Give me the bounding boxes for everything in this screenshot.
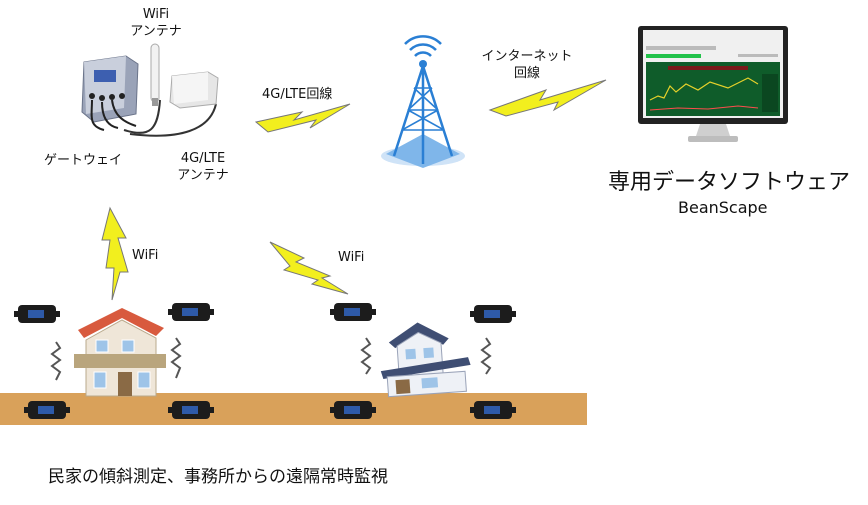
lte-antenna-label-line1: 4G/LTE: [180, 151, 226, 166]
wifi-right-lightning-bolt-icon: [269, 241, 349, 295]
tilt-sensor-icon: [24, 401, 70, 419]
tilt-sensor-icon: [168, 401, 214, 419]
tilt-sensor-icon: [330, 401, 376, 419]
vibration-lines-right2-icon: [480, 337, 492, 375]
antenna-cable-icon: [123, 99, 217, 137]
internet-line-label-line1: インターネット: [481, 49, 573, 64]
lte-lightning-bolt-icon: [254, 103, 351, 133]
internet-line-label-line2: 回線: [513, 66, 540, 81]
right-house-icon: [380, 322, 471, 398]
wifi-antenna-label-line2: アンテナ: [130, 24, 182, 39]
gateway-device-icon: [81, 55, 139, 131]
wifi-antenna-label: WiFi アンテナ: [125, 6, 187, 40]
wifi-antenna-icon: [150, 43, 160, 106]
lte-antenna-icon: [169, 71, 219, 109]
software-name-label: BeanScape: [678, 198, 768, 217]
vibration-lines-left-icon: [50, 341, 62, 381]
lte-antenna-label-line2: アンテナ: [177, 168, 229, 183]
vibration-lines-left2-icon: [170, 337, 182, 379]
tilt-sensor-icon: [168, 303, 214, 321]
monitor-icon: [638, 26, 788, 142]
wifi-antenna-label-line1: WiFi: [142, 7, 170, 22]
internet-lightning-bolt-icon: [488, 79, 607, 117]
wifi-left-label: WiFi: [132, 248, 159, 263]
tilt-sensor-icon: [470, 401, 516, 419]
lte-line-label: 4G/LTE回線: [262, 87, 333, 102]
software-title-label: 専用データソフトウェア: [608, 170, 851, 195]
gateway-label: ゲートウェイ: [44, 153, 123, 168]
lte-antenna-label: 4G/LTE アンテナ: [170, 150, 236, 184]
tilt-sensor-icon: [470, 305, 516, 323]
vibration-lines-right-icon: [360, 337, 372, 375]
cell-tower-icon: [381, 35, 465, 168]
left-house-icon: [74, 308, 166, 397]
tilt-sensor-icon: [330, 303, 376, 321]
wifi-left-lightning-bolt-icon: [101, 206, 129, 301]
internet-line-label: インターネット 回線: [474, 48, 580, 82]
tilt-sensor-icon: [14, 305, 60, 323]
wifi-right-label: WiFi: [338, 250, 365, 265]
caption-text: 民家の傾斜測定、事務所からの遠隔常時監視: [48, 467, 388, 487]
